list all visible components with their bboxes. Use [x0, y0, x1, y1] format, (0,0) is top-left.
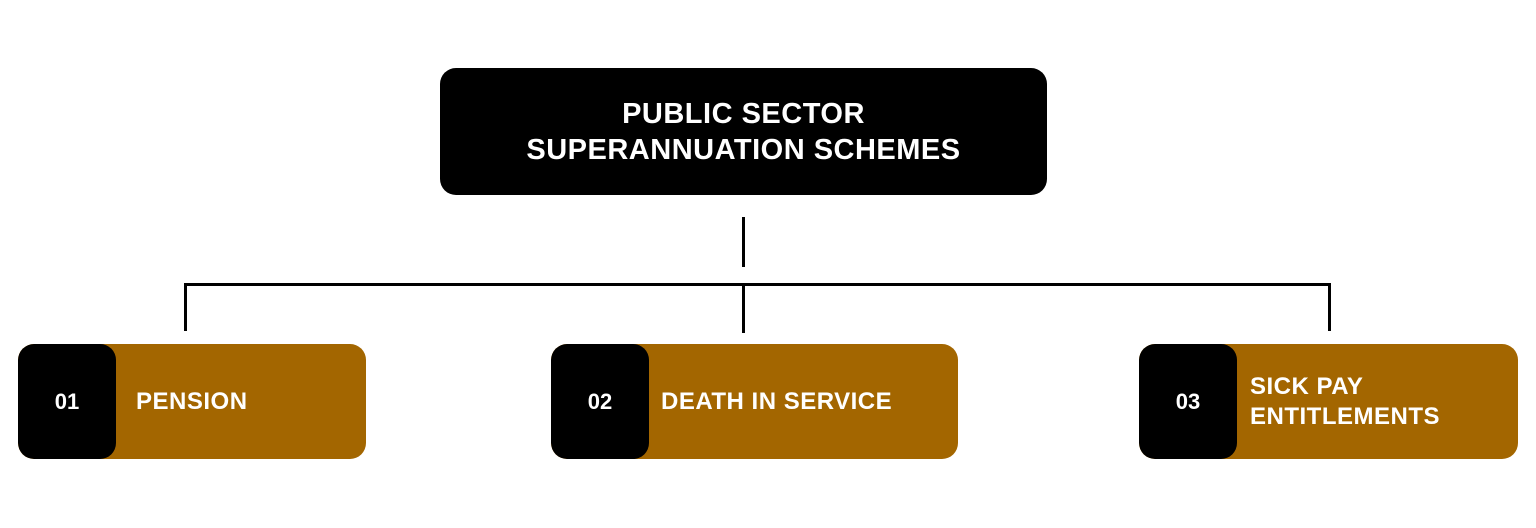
- root-title-line-1: PUBLIC SECTOR: [622, 97, 865, 130]
- item-number: 01: [18, 344, 116, 459]
- item-label: SICK PAY ENTITLEMENTS: [1250, 344, 1508, 459]
- root-title-line-2: SUPERANNUATION SCHEMES: [526, 133, 961, 166]
- connector-horizontal: [184, 283, 1331, 286]
- item-label-line: DEATH IN SERVICE: [661, 387, 893, 415]
- connector-branch-1: [184, 283, 187, 331]
- item-label-line: ENTITLEMENTS: [1250, 402, 1440, 430]
- connector-branch-2: [742, 283, 745, 333]
- item-label-line: PENSION: [136, 387, 248, 415]
- item-label: PENSION: [136, 344, 356, 459]
- connector-trunk: [742, 217, 745, 267]
- item-card-sick-pay: 03 SICK PAY ENTITLEMENTS: [1139, 344, 1518, 459]
- item-number: 03: [1139, 344, 1237, 459]
- item-card-pension: 01 PENSION: [18, 344, 366, 459]
- item-label: DEATH IN SERVICE: [661, 344, 948, 459]
- item-card-death-in-service: 02 DEATH IN SERVICE: [551, 344, 958, 459]
- root-node: PUBLIC SECTOR SUPERANNUATION SCHEMES: [440, 68, 1047, 195]
- connector-branch-3: [1328, 283, 1331, 331]
- item-label-line: SICK PAY: [1250, 372, 1364, 400]
- item-number: 02: [551, 344, 649, 459]
